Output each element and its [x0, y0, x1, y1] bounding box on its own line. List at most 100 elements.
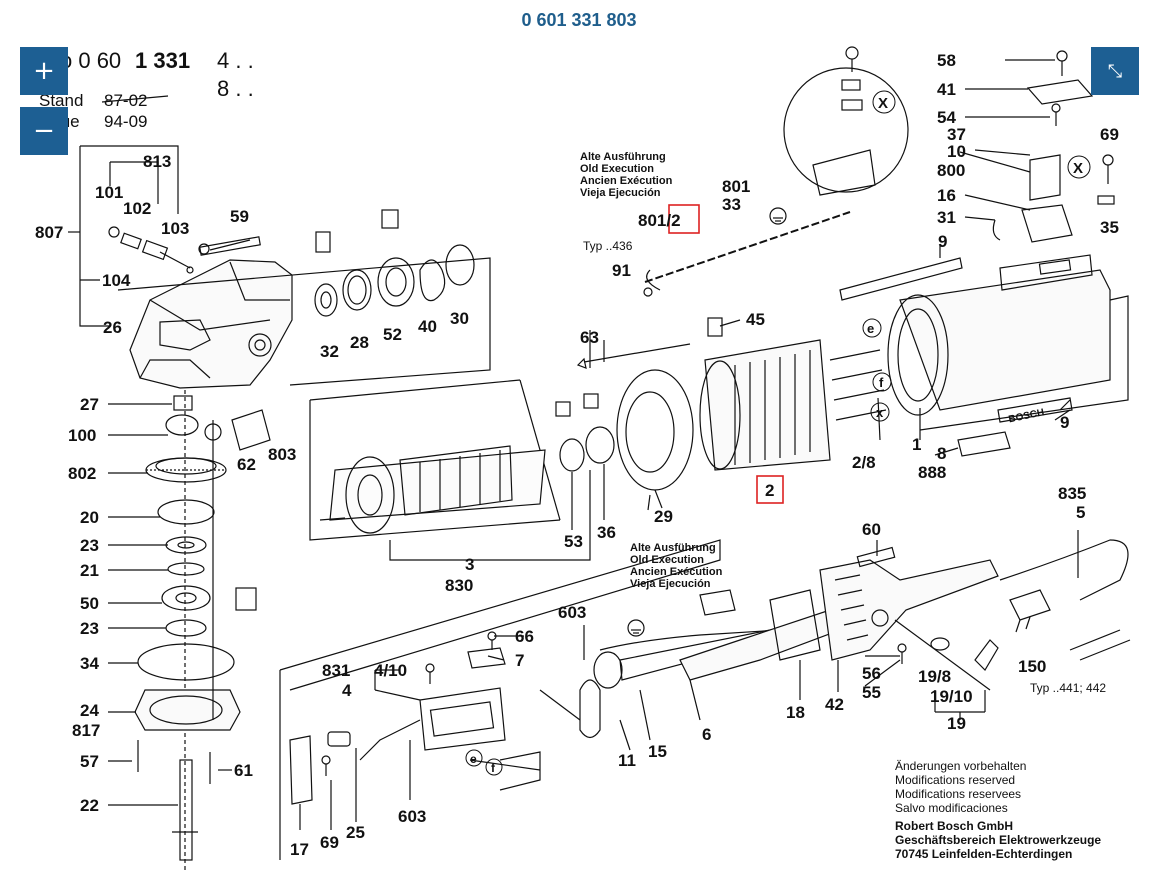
label-31: 31 — [937, 208, 956, 227]
label-23b: 23 — [80, 619, 99, 638]
old-exec-1-line1: Alte Ausführung — [580, 151, 666, 163]
modifications-line3: Modifications reservees — [895, 787, 1021, 801]
variant-4: 4 . . — [217, 48, 254, 73]
label-603b: 603 — [398, 807, 426, 826]
label-101: 101 — [95, 183, 123, 202]
typ-436: Typ ..436 — [583, 239, 633, 253]
company-line3: 70745 Leinfelden-Echterdingen — [895, 847, 1072, 861]
circle-f-lower: f — [491, 761, 496, 775]
label-26: 26 — [103, 318, 122, 337]
label-23a: 23 — [80, 536, 99, 555]
label-34: 34 — [80, 654, 99, 673]
label-58: 58 — [937, 51, 956, 70]
label-15: 15 — [648, 742, 667, 761]
label-11: 11 — [618, 751, 636, 770]
label-20: 20 — [80, 508, 99, 527]
highlight-box-801-2 — [668, 204, 700, 234]
brand-mark: BOSCH — [1008, 407, 1046, 425]
label-802: 802 — [68, 464, 96, 483]
circle-f-upper: f — [879, 375, 884, 390]
old-exec-2-line2: Old Execution — [630, 554, 704, 566]
label-69a: 69 — [1100, 125, 1119, 144]
label-2-highlight: 2 — [765, 481, 774, 500]
label-32: 32 — [320, 342, 339, 361]
label-801-2: 801/2 — [638, 211, 681, 230]
label-1: 1 — [912, 435, 921, 454]
old-exec-2-line4: Vieja Ejecución — [630, 578, 711, 590]
label-7: 7 — [515, 651, 524, 670]
label-33: 33 — [722, 195, 741, 214]
label-801: 801 — [722, 177, 750, 196]
label-54: 54 — [937, 108, 956, 127]
label-60: 60 — [862, 520, 881, 539]
old-exec-2-line3: Ancien Exécution — [630, 566, 723, 578]
fullscreen-toggle-button[interactable]: ⤡ — [1091, 47, 1139, 95]
label-4: 4 — [342, 681, 352, 700]
label-19-8: 19/8 — [918, 667, 951, 686]
label-66: 66 — [515, 627, 534, 646]
label-35: 35 — [1100, 218, 1119, 237]
label-56: 56 — [862, 664, 881, 683]
company-line1: Robert Bosch GmbH — [895, 819, 1013, 833]
label-102: 102 — [123, 199, 151, 218]
circle-e-upper: e — [867, 321, 874, 336]
stand-label: Stand — [39, 91, 83, 110]
model-bold: 1 331 — [135, 48, 190, 73]
label-18: 18 — [786, 703, 805, 722]
label-37: 37 — [947, 125, 966, 144]
modifications-line2: Modifications reserved — [895, 773, 1015, 787]
circle-e-lower: e — [470, 752, 477, 766]
label-53: 53 — [564, 532, 583, 551]
issue-value: 94-09 — [104, 112, 147, 131]
label-104: 104 — [102, 271, 131, 290]
old-exec-1-line2: Old Execution — [580, 163, 654, 175]
label-24: 24 — [80, 701, 99, 720]
collapse-arrows-icon: ⤡ — [1107, 60, 1123, 82]
label-817: 817 — [72, 721, 100, 740]
label-41: 41 — [937, 80, 956, 99]
label-807: 807 — [35, 223, 63, 242]
zoom-out-button[interactable]: − — [20, 107, 68, 155]
label-57: 57 — [80, 752, 99, 771]
label-19: 19 — [947, 714, 966, 733]
modifications-line1: Änderungen vorbehalten — [895, 759, 1026, 773]
circle-x-zoom: X — [878, 95, 888, 112]
zoom-in-button[interactable]: + — [20, 47, 68, 95]
stand-value: 87-02 — [104, 91, 147, 110]
label-42: 42 — [825, 695, 844, 714]
highlight-box-2 — [756, 475, 784, 504]
label-25: 25 — [346, 823, 365, 842]
label-803: 803 — [268, 445, 296, 464]
label-16: 16 — [937, 186, 956, 205]
label-50: 50 — [80, 594, 99, 613]
model-prefix: o 0 60 — [60, 48, 121, 73]
plus-icon: + — [33, 56, 55, 86]
label-59: 59 — [230, 207, 249, 226]
label-30: 30 — [450, 309, 469, 328]
label-830: 830 — [445, 576, 473, 595]
label-62: 62 — [237, 455, 256, 474]
old-exec-1-line4: Vieja Ejecución — [580, 187, 661, 199]
label-813: 813 — [143, 152, 171, 171]
label-91: 91 — [612, 261, 631, 280]
label-6: 6 — [702, 725, 711, 744]
old-exec-2-line1: Alte Ausführung — [630, 542, 716, 554]
label-2: 2/8 — [852, 453, 876, 472]
page-title: 0 601 331 803 — [521, 10, 637, 30]
label-103: 103 — [161, 219, 189, 238]
typ-441-442: Typ ..441; 442 — [1030, 681, 1106, 695]
circle-x-right: X — [1073, 160, 1083, 177]
company-line2: Geschäftsbereich Elektrowerkzeuge — [895, 833, 1101, 847]
label-29: 29 — [654, 507, 673, 526]
label-9a: 9 — [938, 232, 947, 251]
label-27: 27 — [80, 395, 99, 414]
label-8: 8 — [937, 444, 946, 463]
label-52: 52 — [383, 325, 402, 344]
label-835: 835 — [1058, 484, 1086, 503]
label-19-10: 19/10 — [930, 687, 973, 706]
label-63: 63 — [580, 328, 599, 347]
label-9b: 9 — [1060, 413, 1069, 432]
label-4-10: 4/10 — [374, 661, 407, 680]
